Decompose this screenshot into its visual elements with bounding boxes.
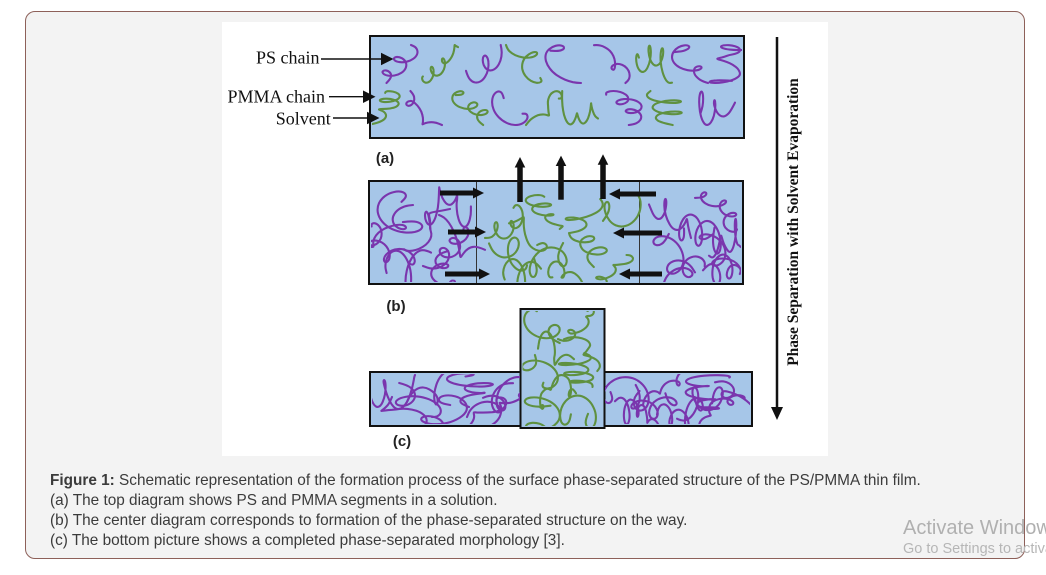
svg-text:PS chain: PS chain <box>256 48 320 68</box>
svg-text:(a): (a) <box>376 150 394 167</box>
svg-text:Solvent: Solvent <box>276 109 331 129</box>
svg-text:Phase Separation with Solvent: Phase Separation with Solvent Evaporatio… <box>785 78 802 366</box>
svg-text:(c): (c) <box>393 433 411 450</box>
svg-text:(b): (b) <box>386 298 405 315</box>
svg-text:PMMA chain: PMMA chain <box>227 86 325 106</box>
